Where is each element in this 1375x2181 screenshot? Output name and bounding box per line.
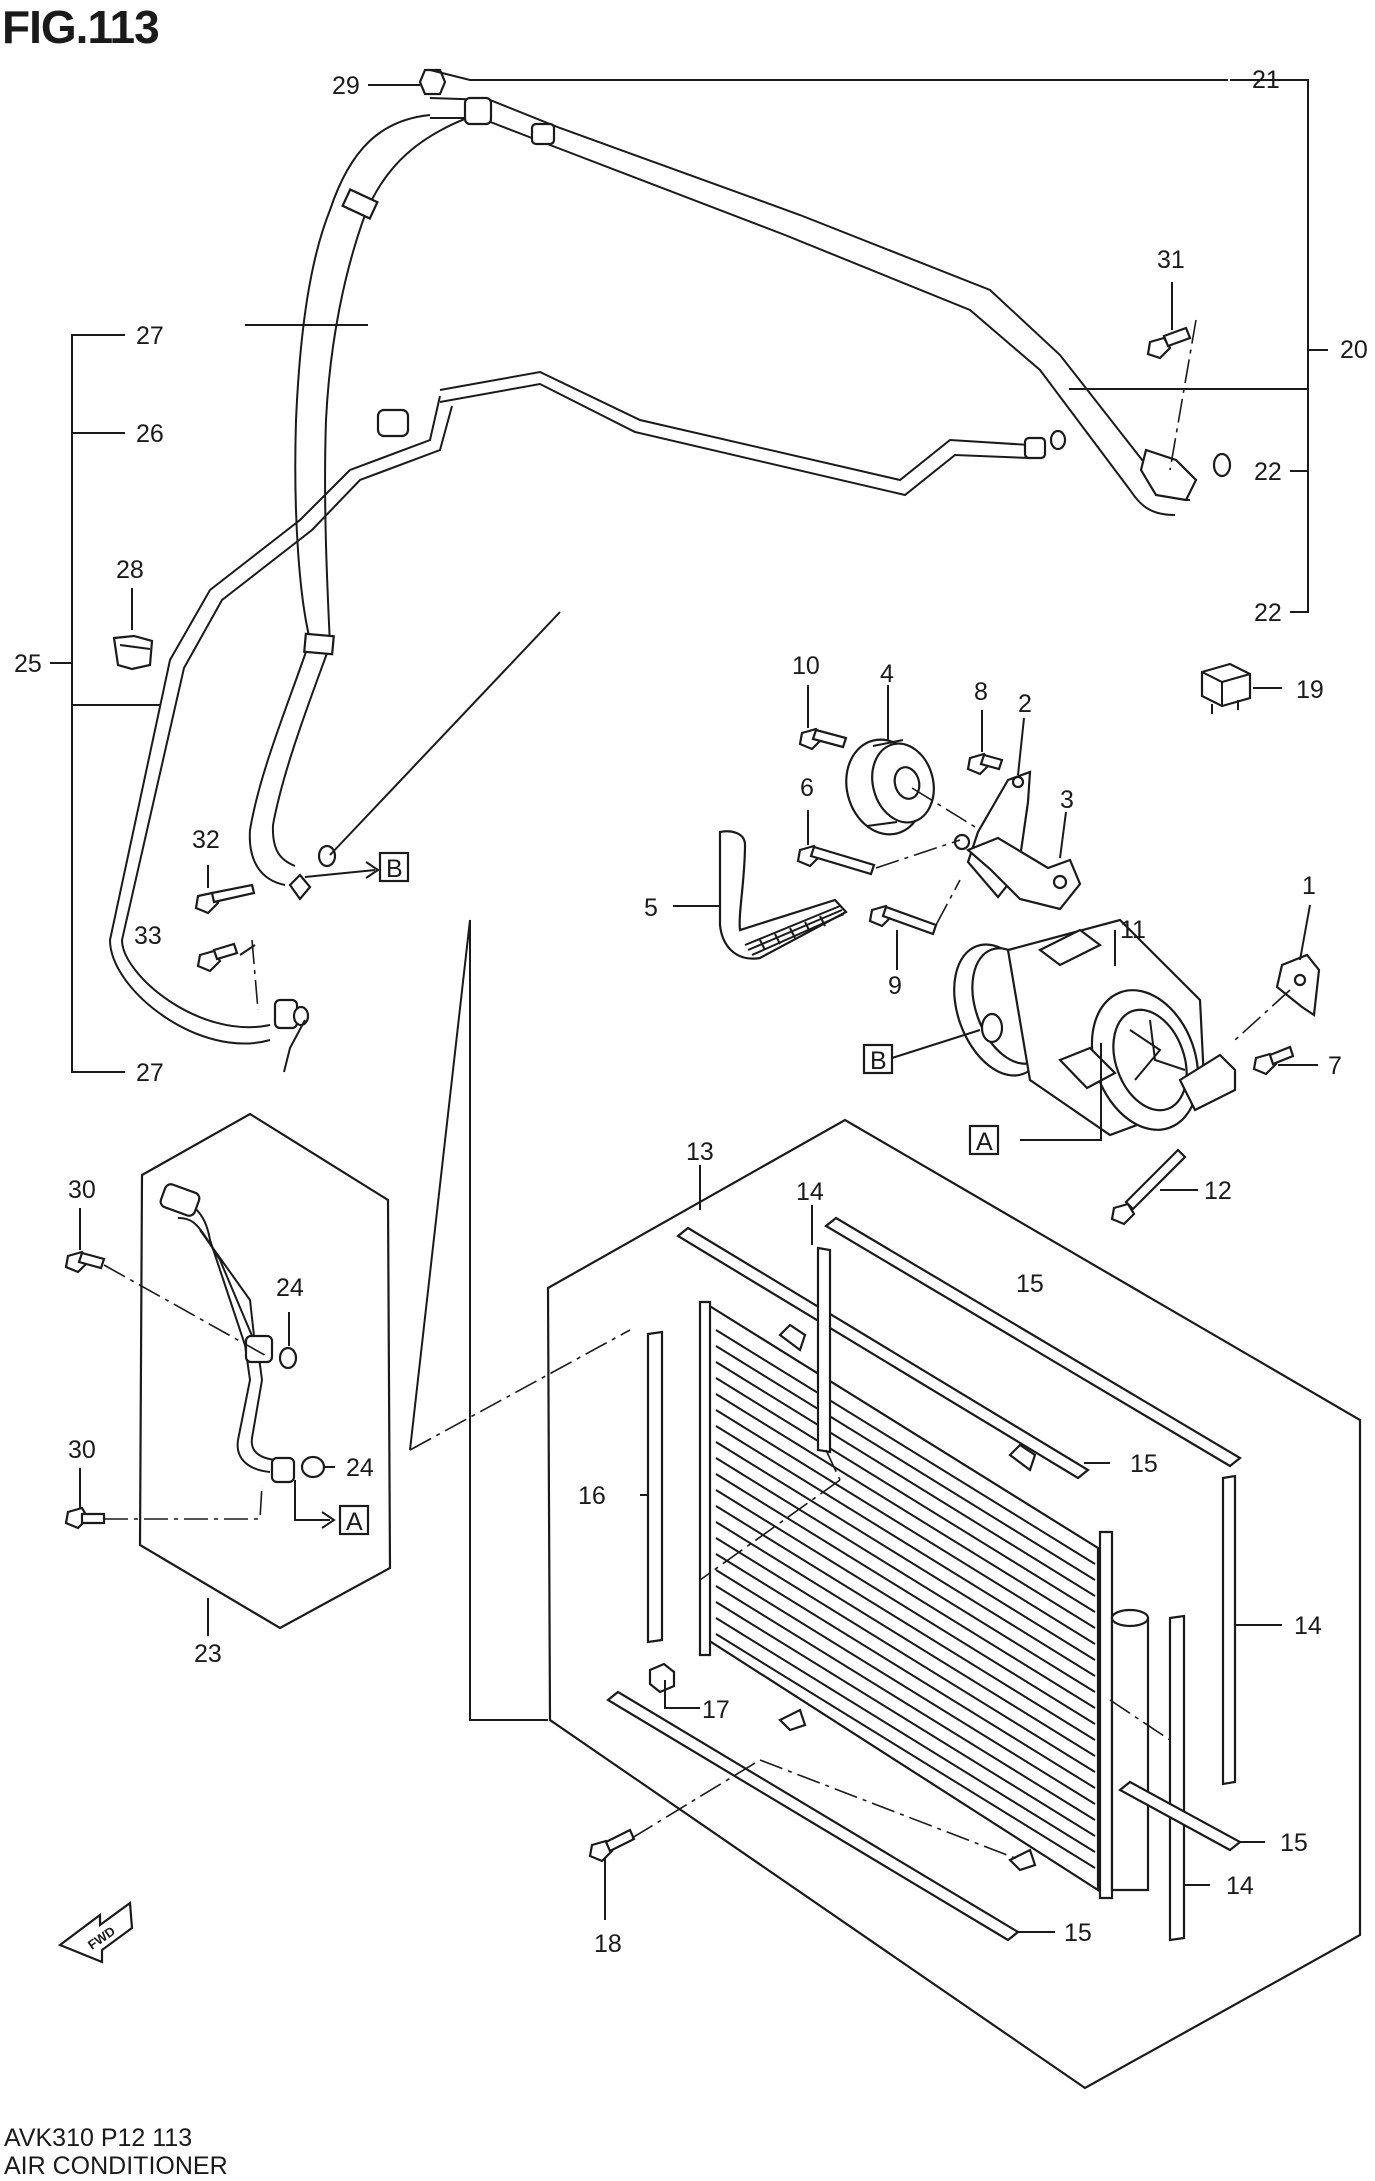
callout-7: 7 (1328, 1052, 1342, 1080)
callout-16: 16 (578, 1482, 606, 1510)
ref-marker-a-pipe: A (338, 1504, 370, 1536)
liquid-pipe-27 (108, 370, 1067, 1045)
callout-26: 26 (136, 420, 164, 448)
seal-15-upper-left (676, 1226, 1090, 1480)
bolt-30-upper (64, 1250, 106, 1274)
bolt-10 (798, 727, 848, 751)
ref-label-a-pipe: A (346, 1508, 363, 1536)
callout-19: 19 (1296, 676, 1324, 704)
discharge-pipe-23 (159, 1183, 296, 1484)
ref-label-b-compressor: B (870, 1047, 887, 1075)
callout-14-right: 14 (1294, 1612, 1322, 1640)
callout-13: 13 (686, 1138, 714, 1166)
callout-15-lower-right: 15 (1280, 1829, 1308, 1857)
callout-18: 18 (594, 1930, 622, 1958)
nut-29 (418, 68, 447, 96)
bolt-32 (194, 883, 256, 915)
bolt-31 (1146, 326, 1192, 360)
callout-8: 8 (974, 678, 988, 706)
discharge-pipe-23-frame (138, 1112, 392, 1630)
callout-5: 5 (644, 894, 658, 922)
callout-30-lower: 30 (68, 1436, 96, 1464)
o-ring-24-upper (278, 1346, 298, 1370)
callout-1: 1 (1302, 872, 1316, 900)
bracket-17 (648, 1662, 676, 1694)
clip-28 (112, 634, 154, 671)
bolt-33 (196, 942, 239, 973)
callout-15-bottom: 15 (1064, 1919, 1092, 1947)
callout-14-lower: 14 (1226, 1872, 1254, 1900)
callout-17: 17 (702, 1696, 730, 1724)
callout-2: 2 (1018, 690, 1032, 718)
ref-label-a-compressor: A (976, 1128, 993, 1156)
seal-14-lower (1168, 1614, 1186, 1942)
idler-pulley-4 (845, 738, 935, 836)
callout-32: 32 (192, 826, 220, 854)
bolt-18 (588, 1828, 636, 1863)
diagram-code: AVK310 P12 113 (4, 2124, 193, 2152)
callout-28: 28 (116, 556, 144, 584)
callout-27-bottom: 27 (136, 1059, 164, 1087)
ref-marker-a-compressor: A (968, 1124, 1000, 1156)
callout-24-lower: 24 (346, 1454, 374, 1482)
callout-14-top: 14 (796, 1178, 824, 1206)
o-ring-22-lower (317, 844, 337, 868)
callout-10: 10 (792, 652, 820, 680)
bolt-6 (796, 844, 876, 876)
suction-pipe-21 (429, 96, 1198, 516)
callout-20: 20 (1340, 336, 1368, 364)
callout-22-lower: 22 (1254, 599, 1282, 627)
compressor-11 (953, 918, 1237, 1137)
callout-24-upper: 24 (276, 1274, 304, 1302)
bolt-30-lower (64, 1506, 106, 1530)
callout-29: 29 (332, 72, 360, 100)
ref-label-b-upper: B (386, 855, 403, 883)
callout-21: 21 (1252, 66, 1280, 94)
callout-11: 11 (1120, 916, 1146, 944)
relay-19 (1200, 662, 1252, 714)
bracket-3 (965, 836, 1082, 911)
bolt-9 (868, 904, 938, 936)
callout-30-upper: 30 (68, 1176, 96, 1204)
callout-22-upper: 22 (1254, 458, 1282, 486)
callout-31: 31 (1157, 246, 1185, 274)
o-ring-22-upper (1212, 452, 1232, 478)
condenser-core (698, 1300, 1150, 1900)
bolt-12 (1110, 1148, 1187, 1226)
callout-labels: 29 21 20 31 27 26 22 22 28 25 19 10 4 8 … (14, 66, 1368, 1958)
o-ring-24-lower (300, 1455, 326, 1479)
front-direction-arrow-icon: FWD (57, 1900, 134, 1964)
high-pressure-hose (248, 114, 476, 886)
ref-marker-b-compressor: B (862, 1043, 894, 1075)
callout-25: 25 (14, 650, 42, 678)
callout-15-mid: 15 (1130, 1450, 1158, 1478)
callout-4: 4 (880, 660, 894, 688)
bolt-7 (1252, 1045, 1295, 1076)
callout-23: 23 (194, 1640, 222, 1668)
callout-33: 33 (134, 922, 162, 950)
drive-belt-5 (718, 830, 848, 960)
seal-14-right (1221, 1474, 1237, 1786)
seal-14-upper (816, 1246, 832, 1454)
callout-15-top: 15 (1016, 1270, 1044, 1298)
diagram-subtitle: AIR CONDITIONER (4, 2152, 228, 2180)
callout-9: 9 (888, 972, 902, 1000)
seal-16 (646, 1330, 664, 1644)
o-ring-27 (292, 1005, 310, 1027)
callout-6: 6 (800, 774, 814, 802)
group-bracket-20 (1069, 79, 1328, 613)
bolt-8 (966, 752, 1004, 776)
bracket-1 (1275, 953, 1321, 1017)
figure-title: FIG.113 (2, 1, 160, 53)
callout-12: 12 (1204, 1177, 1232, 1205)
callout-27-top: 27 (136, 322, 164, 350)
callout-3: 3 (1060, 786, 1074, 814)
group-bracket-25 (50, 334, 160, 1073)
ref-marker-b-upper: B (378, 851, 410, 883)
seal-15-upper-right (824, 1216, 1242, 1468)
